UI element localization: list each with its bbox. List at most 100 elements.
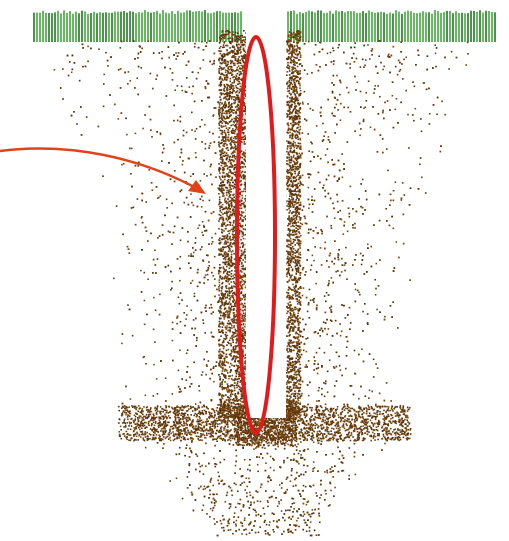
soil-particle bbox=[257, 491, 259, 493]
soil-particle bbox=[226, 389, 228, 391]
soil-particle bbox=[211, 502, 213, 504]
soil-particle bbox=[319, 66, 321, 68]
soil-particle bbox=[210, 164, 212, 166]
soil-particle bbox=[323, 382, 325, 384]
soil-particle bbox=[220, 315, 222, 317]
soil-particle bbox=[319, 42, 321, 44]
soil-particle bbox=[200, 466, 202, 468]
soil-particle bbox=[159, 314, 161, 316]
soil-particle bbox=[210, 142, 212, 144]
soil-particle bbox=[310, 141, 312, 143]
soil-particle bbox=[195, 345, 197, 347]
soil-particle bbox=[361, 348, 363, 350]
soil-particle bbox=[209, 61, 211, 63]
soil-particle bbox=[139, 45, 141, 47]
soil-particle bbox=[395, 109, 397, 111]
soil-particle bbox=[371, 266, 373, 268]
soil-particle bbox=[191, 452, 193, 454]
soil-particle bbox=[363, 121, 365, 123]
soil-particle bbox=[235, 138, 237, 140]
soil-particle bbox=[336, 75, 338, 77]
soil-particle bbox=[225, 72, 227, 74]
soil-particle bbox=[250, 495, 252, 497]
soil-particle bbox=[162, 152, 164, 154]
soil-particle bbox=[219, 317, 221, 319]
soil-particle bbox=[291, 197, 293, 199]
soil-particle bbox=[342, 177, 344, 179]
soil-particle bbox=[251, 529, 253, 531]
soil-particle bbox=[243, 529, 245, 531]
soil-particle bbox=[399, 62, 401, 64]
soil-particle bbox=[102, 175, 104, 177]
soil-particle bbox=[257, 471, 259, 473]
soil-particle bbox=[191, 310, 193, 312]
soil-particle bbox=[334, 115, 336, 117]
soil-particle bbox=[229, 47, 231, 49]
soil-particle bbox=[304, 43, 306, 45]
soil-particle bbox=[333, 50, 335, 52]
soil-particle bbox=[187, 241, 189, 243]
soil-particle bbox=[235, 376, 237, 378]
soil-particle bbox=[144, 300, 146, 302]
soil-particle bbox=[231, 337, 233, 339]
soil-particle bbox=[375, 404, 377, 406]
soil-particle bbox=[338, 249, 340, 251]
soil-particle bbox=[377, 151, 379, 153]
soil-particle bbox=[186, 444, 188, 446]
soil-particle bbox=[211, 307, 213, 309]
soil-particle bbox=[151, 136, 153, 138]
soil-particle bbox=[218, 144, 220, 146]
soil-particle bbox=[302, 224, 304, 226]
soil-particle bbox=[344, 221, 346, 223]
soil-particle bbox=[200, 249, 202, 251]
soil-particle bbox=[228, 161, 230, 163]
soil-particle bbox=[349, 67, 351, 69]
soil-particle bbox=[142, 128, 144, 130]
soil-particle bbox=[350, 111, 352, 113]
soil-particle bbox=[403, 59, 405, 61]
soil-particle bbox=[109, 94, 111, 96]
soil-particle bbox=[228, 172, 230, 174]
soil-particle bbox=[174, 170, 176, 172]
soil-particle bbox=[415, 64, 417, 66]
soil-particle bbox=[291, 498, 293, 500]
soil-particle bbox=[224, 145, 226, 147]
soil-particle bbox=[264, 513, 266, 515]
soil-particle bbox=[265, 490, 267, 492]
soil-particle bbox=[366, 100, 368, 102]
soil-particle bbox=[362, 59, 364, 61]
soil-particle bbox=[377, 85, 379, 87]
soil-particle bbox=[359, 123, 361, 125]
soil-particle bbox=[159, 235, 161, 237]
soil-particle bbox=[188, 471, 190, 473]
soil-particle bbox=[282, 517, 284, 519]
soil-particle bbox=[225, 261, 227, 263]
soil-particle bbox=[242, 60, 244, 62]
soil-particle bbox=[224, 459, 226, 461]
soil-particle bbox=[412, 81, 414, 83]
soil-particle bbox=[340, 432, 342, 434]
soil-particle bbox=[127, 83, 129, 85]
soil-particle bbox=[205, 310, 207, 312]
soil-particle bbox=[350, 322, 352, 324]
soil-particle bbox=[141, 48, 143, 50]
soil-particle bbox=[312, 509, 314, 511]
soil-particle bbox=[302, 103, 304, 105]
soil-particle bbox=[349, 328, 351, 330]
soil-particle bbox=[319, 515, 321, 517]
soil-particle bbox=[216, 521, 218, 523]
soil-particle bbox=[371, 54, 373, 56]
soil-particle bbox=[161, 160, 163, 162]
soil-particle bbox=[413, 120, 415, 122]
soil-particle bbox=[155, 310, 157, 312]
soil-particle bbox=[337, 201, 339, 203]
soil-particle bbox=[377, 367, 379, 369]
soil-particle bbox=[295, 529, 297, 531]
soil-particle bbox=[159, 294, 161, 296]
soil-particle bbox=[425, 192, 427, 194]
soil-particle bbox=[362, 179, 364, 181]
soil-particle bbox=[153, 329, 155, 331]
soil-particle bbox=[320, 115, 322, 117]
soil-particle bbox=[330, 198, 332, 200]
soil-particle bbox=[313, 301, 315, 303]
